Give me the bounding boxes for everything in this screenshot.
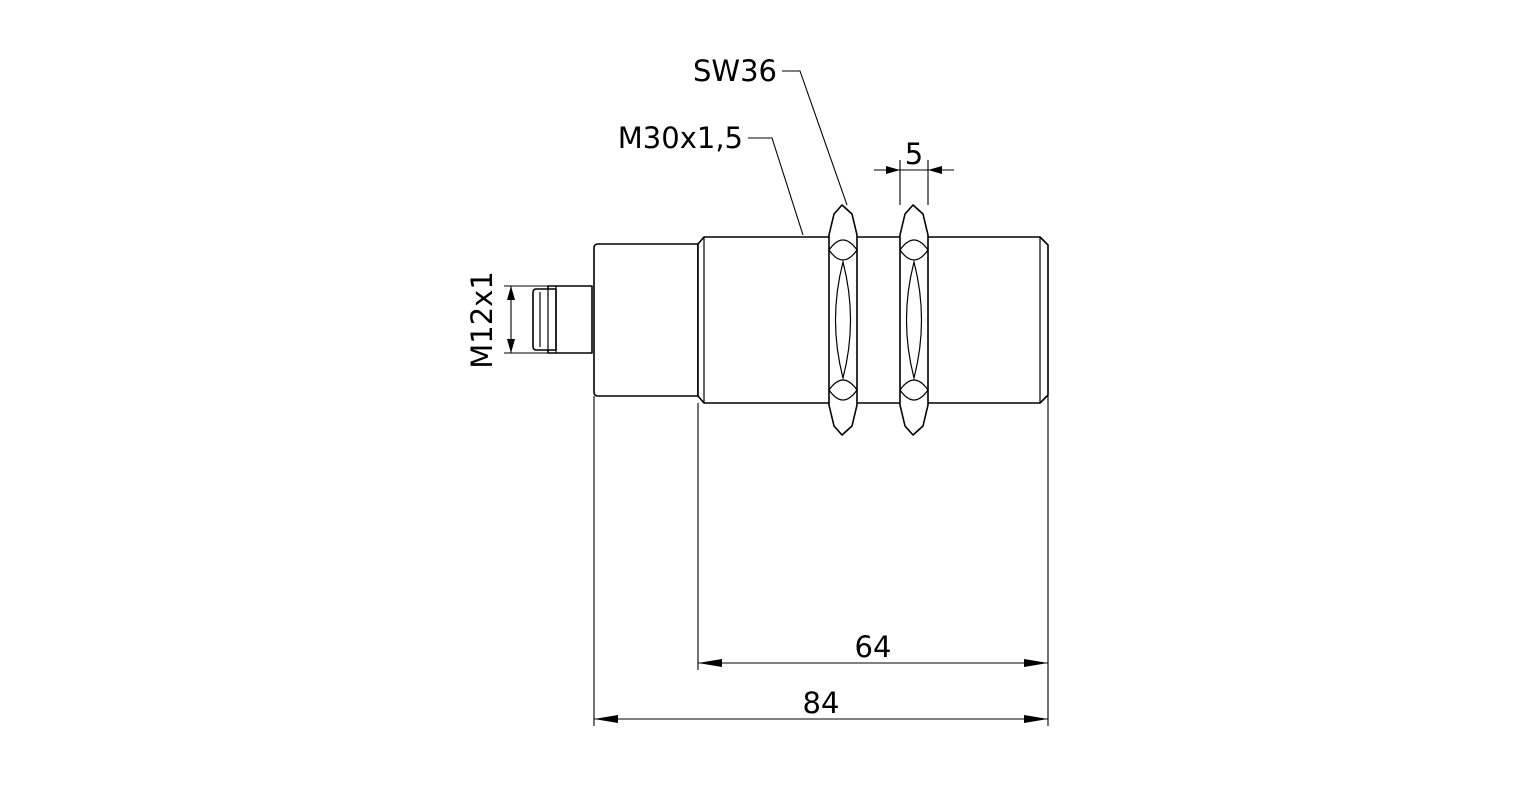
label-nut-thickness: 5: [905, 137, 923, 171]
m12-connector: [532, 285, 593, 354]
dimension-nut-thickness: [874, 160, 954, 205]
label-84: 84: [803, 686, 840, 720]
nut-left: [828, 204, 858, 436]
nut-right: [899, 204, 929, 436]
extension-lines: [593, 395, 1049, 726]
label-m12x1: M12x1: [465, 271, 499, 369]
label-m30x1-5: M30x1,5: [618, 121, 743, 155]
leader-sw36: [782, 70, 848, 206]
label-64: 64: [855, 630, 892, 664]
dimension-64: [698, 659, 1048, 667]
rear-housing: [593, 243, 699, 397]
dimension-m12: [504, 285, 548, 354]
leader-m30: [748, 137, 804, 236]
threaded-body: [697, 236, 1049, 404]
dimension-84: [594, 715, 1048, 723]
label-sw36: SW36: [693, 54, 777, 88]
